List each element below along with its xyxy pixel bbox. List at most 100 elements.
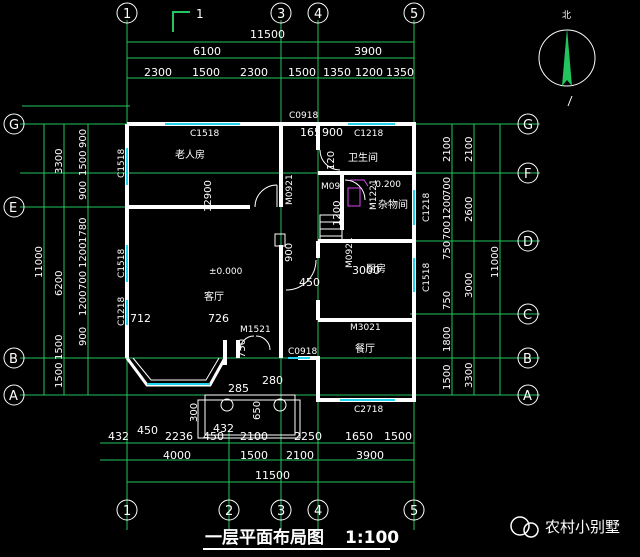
- axis-bubbles-top: 1 3 4 5: [116, 2, 425, 24]
- dim-bot-l2-2: 1500: [240, 449, 268, 462]
- tag-m1521: M1521: [240, 325, 271, 335]
- dim-bot-l2-3: 2100: [286, 449, 314, 462]
- compass: 北: [538, 10, 596, 107]
- tag-m1221: M1221: [369, 179, 379, 210]
- dim-right-l3-4: 700: [442, 221, 453, 240]
- tag-c0918-top: C0918: [289, 111, 318, 121]
- dim-bot-l1-8: 1500: [384, 430, 412, 443]
- note-432: 432: [213, 422, 234, 435]
- right-dimension-lines: [451, 124, 501, 395]
- dim-top-l3-1: 2300: [144, 66, 172, 79]
- note-280: 280: [262, 374, 283, 387]
- axis-bot-1: 1: [123, 504, 131, 519]
- door-swings: [239, 149, 366, 351]
- tag-c1518-top: C1518: [190, 129, 219, 139]
- dim-top-l3-7: 1350: [386, 66, 414, 79]
- note-450: 450: [299, 276, 320, 289]
- axis-bot-5: 5: [410, 504, 418, 519]
- dim-left-l3-6: 1200: [78, 291, 89, 316]
- tag-m0921: M0921: [285, 174, 295, 205]
- dim-bot-l1-2: 450: [137, 424, 158, 437]
- bottom-dimension-lines: [100, 442, 414, 483]
- tag-level: ±0.000: [209, 267, 243, 277]
- dim-right-l3-7: 1800: [442, 327, 453, 352]
- dim-right-l3-6: 750: [442, 291, 453, 310]
- section-mark-label: 1: [196, 7, 204, 21]
- drawing-title: 一层平面布局图 1:100: [203, 527, 399, 550]
- axis-left-g: G: [9, 118, 19, 133]
- axis-bubbles-left: G E B A: [3, 113, 25, 406]
- dim-bot-l1-3: 2236: [165, 430, 193, 443]
- axis-bubbles-bottom: 1 2 3 4 5: [116, 499, 425, 521]
- axis-right-a: A: [523, 389, 532, 404]
- room-living: 客厅: [204, 290, 224, 303]
- tag-c1518-right: C1518: [422, 263, 432, 292]
- room-kitchen: 厨房: [366, 262, 386, 275]
- axis-right-b: B: [523, 352, 532, 367]
- dim-bot-l1-1: 432: [108, 430, 129, 443]
- tag-c1518-left-2: C1518: [117, 249, 127, 278]
- dim-top-l2-2: 3900: [354, 45, 382, 58]
- note-300: 300: [189, 403, 200, 422]
- note-1200: 1200: [332, 201, 343, 226]
- dim-left-l2-1: 3300: [54, 149, 65, 174]
- note-3000: 3000: [352, 264, 380, 277]
- windows: [126, 123, 415, 401]
- dim-left-l3-2: 1500: [78, 151, 89, 176]
- dim-top-l3-5: 1350: [323, 66, 351, 79]
- note-900b: 900: [284, 243, 295, 262]
- dim-bot-l1-7: 1650: [345, 430, 373, 443]
- dim-bot-l2-1: 4000: [163, 449, 191, 462]
- top-dimension-lines: [22, 41, 414, 107]
- compass-north-label: 北: [562, 10, 571, 21]
- note-165: 165: [300, 126, 321, 139]
- tag-c1218-left: C1218: [117, 297, 127, 326]
- dim-left-l3-5: 700: [78, 271, 89, 290]
- note-120: 120: [326, 151, 337, 170]
- room-dining: 餐厅: [355, 342, 375, 355]
- dim-left-l3-8: 1500: [54, 335, 65, 360]
- porch: [197, 233, 301, 439]
- axis-right-g: G: [523, 118, 533, 133]
- dim-left-l2-2: 1780: [78, 218, 89, 243]
- dim-right-l3-5: 750: [442, 241, 453, 260]
- tag-c0918-bottom: C0918: [288, 347, 317, 357]
- tag-level-2: -0.200: [372, 180, 401, 190]
- axis-top-4: 4: [314, 7, 322, 22]
- axis-right-c: C: [523, 308, 532, 323]
- dim-right-l2-4: 3300: [464, 363, 475, 388]
- watermark-text: 农村小别墅: [545, 518, 620, 536]
- note-12900: 12900: [203, 180, 214, 212]
- dim-left-l3-3: 900: [78, 181, 89, 200]
- note-285: 285: [228, 382, 249, 395]
- dim-bot-l1-6: 2250: [294, 430, 322, 443]
- dim-right-l3-3: 1200: [442, 195, 453, 220]
- room-bathroom: 卫生间: [348, 151, 378, 164]
- note-712: 712: [130, 312, 151, 325]
- tag-c1518-left-1: C1518: [117, 149, 127, 178]
- section-mark: 1: [172, 7, 204, 32]
- dim-left-l2-4: 1500: [54, 363, 65, 388]
- axis-bubbles-right: G F D C B A: [517, 113, 539, 406]
- title-text: 一层平面布局图: [205, 527, 324, 548]
- axis-left-e: E: [9, 201, 17, 216]
- dim-top-l3-2: 1500: [192, 66, 220, 79]
- section-markers: [347, 179, 369, 207]
- dim-left-l2-3: 6200: [54, 271, 65, 296]
- dim-right-l3-2: 700: [442, 177, 453, 196]
- axis-right-f: F: [524, 167, 531, 182]
- walls: [125, 122, 416, 402]
- dim-right-l2-2: 2600: [464, 197, 475, 222]
- axis-left-b: B: [9, 352, 18, 367]
- axis-bot-4: 4: [314, 504, 322, 519]
- note-650: 650: [252, 401, 263, 420]
- dim-right-l3-1: 2100: [442, 137, 453, 162]
- axis-bot-3: 3: [277, 504, 285, 519]
- dim-top-l3-3: 2300: [240, 66, 268, 79]
- dim-top-total: 11500: [250, 28, 285, 41]
- axis-top-5: 5: [410, 7, 418, 22]
- tag-c2718: C2718: [354, 405, 383, 415]
- axis-top-3: 3: [277, 7, 285, 22]
- axis-bot-2: 2: [225, 504, 233, 519]
